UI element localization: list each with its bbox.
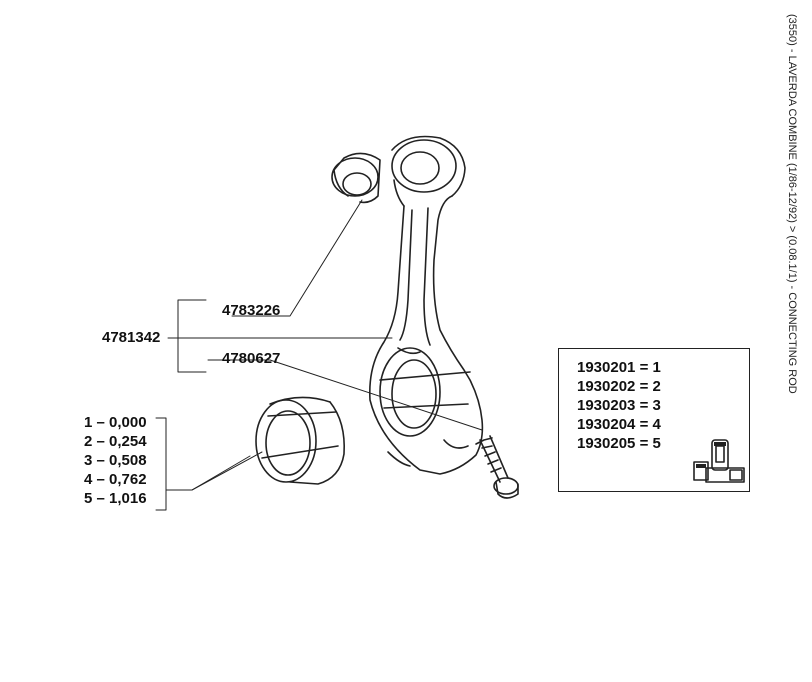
bearing-size-item: 5 – 1,016 [84, 490, 147, 507]
bolt-drawing [475, 435, 519, 499]
kit-table-row: 1930201 = 1 [577, 359, 661, 376]
bearing-size-item: 3 – 0,508 [84, 452, 147, 469]
bearing-size-item: 1 – 0,000 [84, 414, 147, 431]
kit-table-row: 1930203 = 3 [577, 397, 661, 414]
leader-lines [155, 199, 483, 511]
part-number-assembly: 4781342 [102, 329, 161, 346]
small-end-bush-drawing [331, 152, 381, 204]
side-title: (3550) - LAVERDA COMBINE (1/86-12/92) > … [776, 14, 806, 414]
bearing-size-item: 4 – 0,762 [84, 471, 147, 488]
bearing-shell-drawing [255, 396, 346, 485]
bearing-size-item: 2 – 0,254 [84, 433, 147, 450]
kit-illustration [693, 439, 745, 483]
part-number-small-end-bush: 4783226 [222, 302, 281, 319]
kit-table-row: 1930202 = 2 [577, 378, 661, 395]
kit-table-box: 1930201 = 1 1930202 = 2 1930203 = 3 1930… [558, 348, 750, 492]
kit-table-row: 1930204 = 4 [577, 416, 661, 433]
kit-table-row: 1930205 = 5 [577, 435, 661, 452]
kit-cap-shade [714, 442, 726, 446]
kit-block-shade [696, 464, 706, 468]
connecting-rod-drawing [368, 135, 484, 475]
part-number-bolt: 4780627 [222, 350, 281, 367]
side-title-text: (3550) - LAVERDA COMBINE (1/86-12/92) > … [786, 14, 798, 394]
